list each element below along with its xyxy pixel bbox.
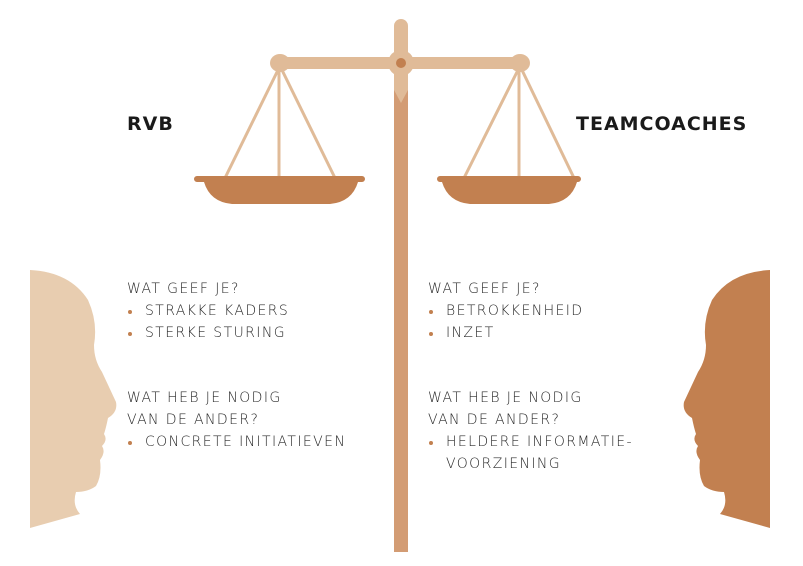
scale-pole (394, 60, 408, 552)
list-item: HELDERE INFORMATIE- (428, 431, 633, 453)
need-question-cont: VAN DE ANDER? (428, 412, 561, 428)
beam-pivot-dot (396, 58, 406, 68)
list-item: STRAKKE KADERS (127, 300, 346, 322)
left-pan (194, 176, 365, 204)
left-head-profile (30, 270, 117, 528)
right-title: TEAMCOACHES (576, 113, 748, 135)
right-head-profile (683, 270, 770, 528)
list-item: BETROKKENHEID (428, 300, 633, 322)
beam-right-knob (510, 54, 530, 72)
list-item: CONCRETE INITIATIEVEN (127, 431, 346, 453)
give-question: WAT GEEF JE? (428, 281, 541, 297)
need-question: WAT HEB JE NODIG (428, 390, 583, 406)
need-question-cont: VAN DE ANDER? (127, 412, 260, 428)
right-pan (437, 176, 581, 204)
need-question: WAT HEB JE NODIG (127, 390, 282, 406)
list-item: STERKE STURING (127, 322, 346, 344)
give-list: STRAKKE KADERS STERKE STURING (127, 300, 346, 344)
list-item-continuation-text: VOORZIENING (446, 456, 561, 472)
right-column: WAT GEEF JE? BETROKKENHEID INZET WAT HEB… (428, 278, 633, 475)
list-item-continuation: VOORZIENING (428, 453, 633, 475)
need-list: CONCRETE INITIATIEVEN (127, 431, 346, 453)
need-list: HELDERE INFORMATIE- VOORZIENING (428, 431, 633, 475)
list-item: INZET (428, 322, 633, 344)
left-pan-strings (223, 67, 576, 179)
left-title: RVB (127, 113, 174, 135)
beam-left-knob (270, 54, 290, 72)
give-list: BETROKKENHEID INZET (428, 300, 633, 344)
left-column: WAT GEEF JE? STRAKKE KADERS STERKE STURI… (127, 278, 346, 453)
give-question: WAT GEEF JE? (127, 281, 240, 297)
